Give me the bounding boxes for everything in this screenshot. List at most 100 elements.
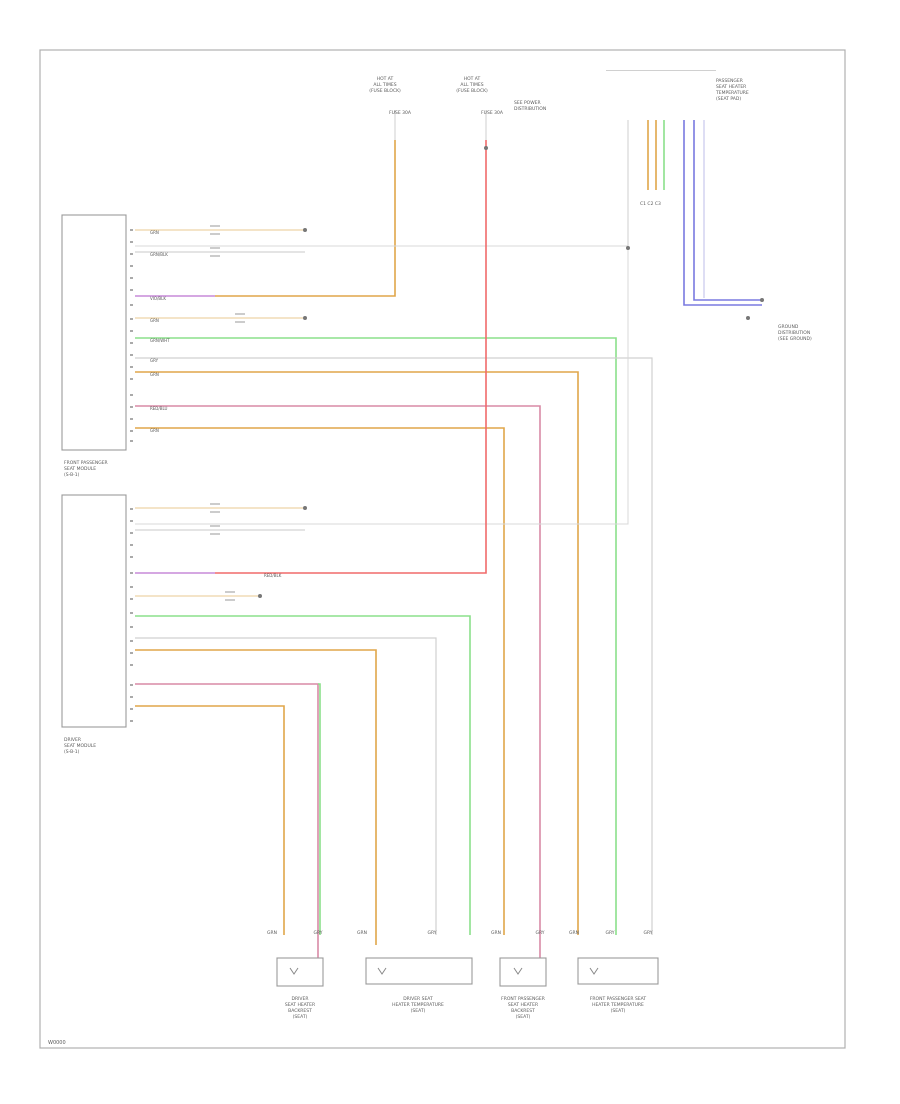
wire-m1-green: [135, 337, 617, 935]
wires-module-1: [135, 140, 653, 960]
bottom-3-label: FRONT PASSENGER SEAT HEATER BACKREST (SE…: [491, 930, 545, 1020]
wire-m1-gray-to-splice: [135, 245, 629, 248]
wires-top-right: [627, 120, 762, 306]
b3-pin-1: GRN: [491, 930, 501, 936]
wire-m1-orange-long: [135, 371, 579, 935]
wire-m2-red: [215, 140, 487, 574]
top-component-5-label: GROUND DISTRIBUTION (SEE GROUND): [778, 324, 812, 342]
connector-label: C1 C2 C3: [640, 201, 661, 207]
top-component-3-label: SEE POWER DISTRIBUTION: [514, 100, 546, 112]
b1-line-3: BACKREST: [288, 1008, 312, 1014]
b1-pin-2: GRY: [313, 930, 322, 936]
wire-m2-pink: [135, 683, 319, 960]
tc2-line-2: ALL TIMES: [460, 82, 483, 88]
tc3-line-2: DISTRIBUTION: [514, 106, 546, 112]
b3-line-4: (SEAT): [516, 1014, 531, 1020]
wire-m1-pink: [135, 405, 541, 960]
wire-label-8: RED/BLU: [150, 406, 168, 411]
wires-module-2: [135, 140, 629, 960]
b4-line-2: HEATER TEMPERATURE: [592, 1002, 644, 1008]
wire-label-4: GRN: [150, 318, 159, 323]
front-passenger-seat-heater-backrest: [499, 957, 547, 987]
module-pin-ticks: [130, 229, 133, 722]
tc5-line-3: (SEE GROUND): [778, 336, 812, 342]
wire-label-6: GRY: [150, 358, 159, 363]
wire-m2-gray-to-splice: [135, 246, 629, 525]
module-1-label-line-3: (S-B-1): [64, 472, 80, 478]
bottom-2-label: DRIVER SEAT HEATER TEMPERATURE (SEAT) GR…: [357, 930, 444, 1014]
top-component-1-label: HOT AT ALL TIMES (FUSE BLOCK) FUSE 30A: [369, 76, 412, 116]
module-1-label-line-2: SEAT MODULE: [64, 466, 96, 472]
driver-seat-heater-backrest: [276, 957, 324, 987]
wire-label-1: GRN: [150, 230, 159, 235]
wire-m2-orange-long: [135, 649, 377, 945]
wire-m2-orange-2: [135, 705, 285, 935]
wire-labels: GRN GRN/BLK VIO/BLK GRN GRN/WHT GRY GRN …: [150, 230, 282, 578]
tc5-line-2: DISTRIBUTION: [778, 330, 810, 336]
wire-label-2: GRN/BLK: [150, 252, 168, 257]
module-1-label: FRONT PASSENGER SEAT MODULE (S-B-1): [64, 460, 108, 478]
top-component-4-label: PASSENGER SEAT HEATER TEMPERATURE (SEAT …: [715, 78, 749, 102]
top-right-connector: [606, 70, 716, 71]
wire-m2-green-2: [318, 683, 321, 935]
b2-line-2: HEATER TEMPERATURE: [392, 1002, 444, 1008]
wire-m2-green: [135, 615, 471, 935]
b2-pin-2: GRY: [427, 930, 436, 936]
wire-m1-gray-long: [135, 357, 653, 935]
wire-label-3: VIO/BLK: [150, 296, 166, 301]
wire-label-10: RED/BLK: [264, 573, 282, 578]
driver-seat-heater-temperature: [365, 957, 473, 985]
b4-line-1: FRONT PASSENGER SEAT: [590, 996, 647, 1002]
front-passenger-seat-module: [61, 214, 127, 451]
bottom-1-label: DRIVER SEAT HEATER BACKREST (SEAT) GRN G…: [267, 930, 323, 1020]
b3-line-3: BACKREST: [511, 1008, 535, 1014]
top-component-2-label: HOT AT ALL TIMES (FUSE BLOCK) FUSE 30A: [456, 76, 504, 116]
module-2-label-line-3: (S-B-1): [64, 749, 80, 755]
b3-pin-2: GRY: [535, 930, 544, 936]
diagram-frame: [39, 49, 846, 1049]
wire-m1-orange-to-fuse: [215, 140, 396, 297]
b1-pin-1: GRN: [267, 930, 277, 936]
splice-points: [258, 146, 764, 598]
front-passenger-seat-heater-temperature: [577, 957, 659, 985]
driver-seat-module: [61, 494, 127, 728]
tc3-line-1: SEE POWER: [514, 100, 541, 106]
b3-line-1: FRONT PASSENGER: [501, 996, 545, 1002]
tc2-fuse: FUSE 30A: [481, 110, 504, 116]
wire-tr-blue-1: [683, 120, 762, 306]
wire-label-7: GRN: [150, 372, 159, 377]
tc5-line-1: GROUND: [778, 324, 799, 330]
b1-line-1: DRIVER: [292, 996, 309, 1002]
b3-line-2: SEAT HEATER: [508, 1002, 538, 1008]
b1-line-4: (SEAT): [293, 1014, 308, 1020]
inline-components: [210, 225, 245, 601]
bottom-4-label: FRONT PASSENGER SEAT HEATER TEMPERATURE …: [569, 930, 653, 1014]
b4-pin-1: GRN: [569, 930, 579, 936]
footer-code: W0000: [48, 1040, 66, 1046]
wire-label-5: GRN/WHT: [150, 338, 170, 343]
b4-line-3: (SEAT): [611, 1008, 626, 1014]
tc4-line-2: SEAT HEATER: [716, 84, 746, 90]
module-2-label-line-2: SEAT MODULE: [64, 743, 96, 749]
heater-element-glyphs: [289, 967, 599, 975]
tc4-line-3: TEMPERATURE: [715, 90, 749, 96]
tc1-line-1: HOT AT: [377, 76, 394, 82]
module-2-label: DRIVER SEAT MODULE (S-B-1): [64, 737, 96, 755]
tc2-line-1: HOT AT: [464, 76, 481, 82]
tc2-line-3: (FUSE BLOCK): [456, 88, 488, 94]
b1-line-2: SEAT HEATER: [285, 1002, 315, 1008]
tc4-line-4: (SEAT PAD): [716, 96, 741, 102]
tc1-line-2: ALL TIMES: [373, 82, 396, 88]
module-1-label-line-1: FRONT PASSENGER: [64, 460, 108, 466]
b2-line-1: DRIVER SEAT: [403, 996, 433, 1002]
module-2-label-line-1: DRIVER: [64, 737, 81, 743]
b4-pin-3: GRY: [643, 930, 652, 936]
tc1-line-3: (FUSE BLOCK): [369, 88, 401, 94]
wire-tr-blue-2: [693, 120, 762, 301]
b2-pin-1: GRN: [357, 930, 367, 936]
b4-pin-2: GRY: [605, 930, 614, 936]
tc1-fuse: FUSE 30A: [389, 110, 412, 116]
wire-m2-gray-long: [135, 637, 437, 935]
